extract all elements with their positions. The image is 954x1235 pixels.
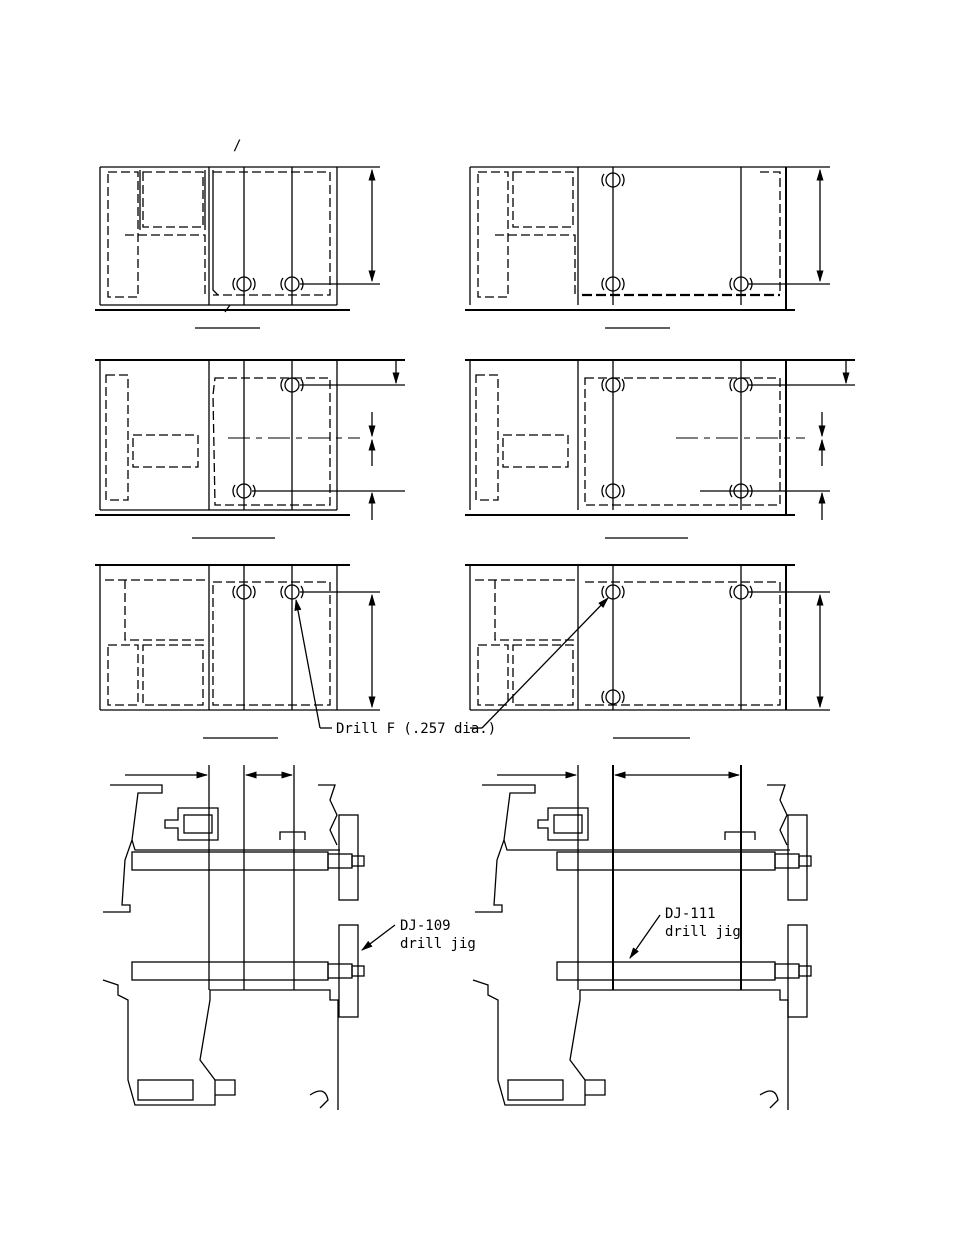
drill-callout: Drill F (.257 dia.) bbox=[296, 598, 608, 737]
elevation-row1-right bbox=[465, 167, 830, 328]
elevation-row3-right bbox=[465, 565, 830, 738]
elevation-row2-left bbox=[95, 360, 405, 538]
slash-mark: / bbox=[233, 138, 241, 154]
elevation-row3-left bbox=[95, 565, 380, 738]
jig-label-left-line1: DJ-109 bbox=[400, 918, 451, 934]
jig-label-left-line2: drill jig bbox=[400, 936, 476, 952]
elevation-row2-right bbox=[465, 360, 855, 538]
section-left-with-jig: DJ-109 drill jig bbox=[103, 765, 476, 1110]
section-right-with-jig: DJ-111 drill jig bbox=[473, 765, 811, 1110]
jig-label-right-line1: DJ-111 bbox=[665, 906, 716, 922]
drill-size-note: Drill F (.257 dia.) bbox=[336, 721, 496, 737]
elevation-row1-left bbox=[95, 167, 380, 328]
jig-label-right-line2: drill jig bbox=[665, 924, 741, 940]
